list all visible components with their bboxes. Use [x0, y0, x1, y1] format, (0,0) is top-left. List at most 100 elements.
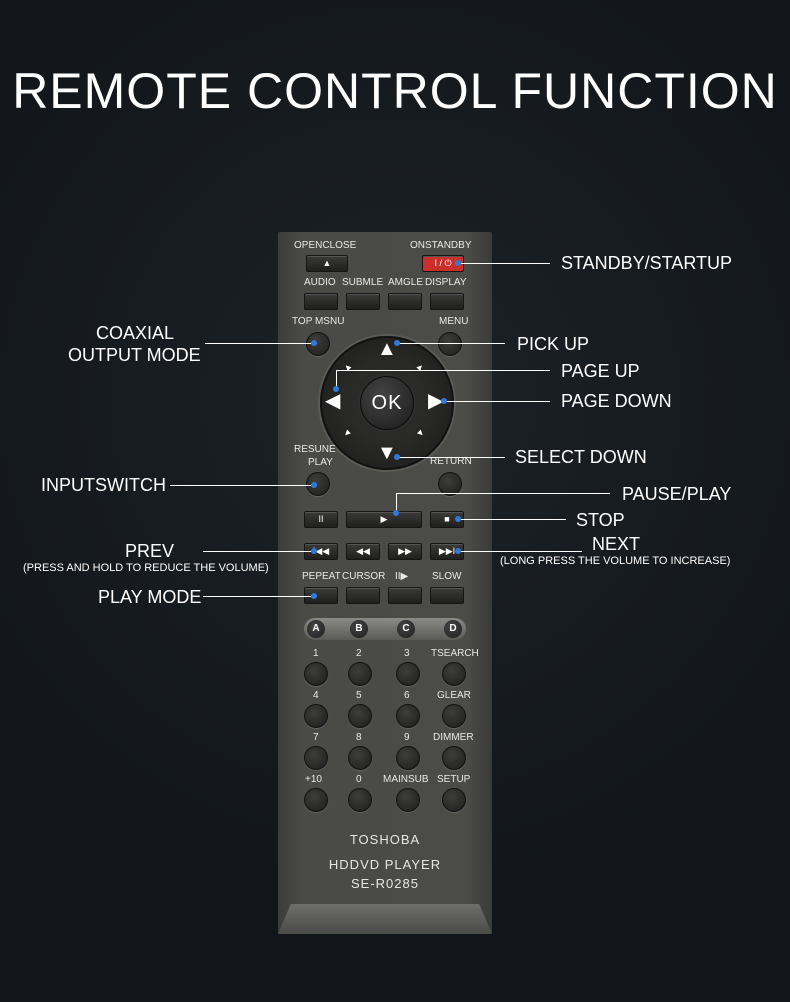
left-arrow-button[interactable]: ◀	[325, 390, 341, 412]
callout-select-down: SELECT DOWN	[515, 447, 647, 467]
key-9-button[interactable]	[396, 746, 420, 770]
clear-button[interactable]	[442, 704, 466, 728]
pause-icon: II	[318, 514, 324, 524]
callout-pause-play: PAUSE/PLAY	[622, 484, 732, 504]
rewind-icon: ◀◀	[356, 546, 370, 556]
callout-play-mode: PLAY MODE	[98, 587, 202, 607]
callout-line	[458, 551, 582, 552]
key-6-button[interactable]	[396, 704, 420, 728]
slow-button[interactable]	[430, 587, 464, 604]
key-label: 4	[313, 690, 319, 701]
right-arrow-button[interactable]: ▶	[428, 390, 444, 412]
callout-dot	[441, 398, 447, 404]
callout-line	[336, 370, 550, 371]
key-d-button[interactable]: D	[444, 620, 462, 638]
rewind-button[interactable]: ◀◀	[346, 543, 380, 560]
callout-stop: STOP	[576, 510, 625, 530]
return-button[interactable]	[438, 472, 462, 496]
callout-coaxial: COAXIAL	[96, 323, 175, 343]
key-label: 9	[404, 732, 410, 743]
brand-logo: TOSHOBA	[349, 832, 421, 847]
mainsub-button[interactable]	[396, 788, 420, 812]
callout-prev-note: (PRESS AND HOLD TO REDUCE THE VOLUME)	[23, 562, 269, 574]
key-3-button[interactable]	[396, 662, 420, 686]
key-5-button[interactable]	[348, 704, 372, 728]
top-menu-button[interactable]	[306, 332, 330, 356]
callout-dot	[393, 510, 399, 516]
fast-forward-icon: ▶▶	[398, 546, 412, 556]
play-icon: ▶	[380, 514, 388, 524]
callout-dot	[394, 454, 400, 460]
ok-button[interactable]: OK	[360, 376, 414, 430]
callout-dot	[455, 260, 461, 266]
key-1-button[interactable]	[304, 662, 328, 686]
menu-label: MENU	[439, 316, 469, 327]
subtitle-button[interactable]	[346, 293, 380, 310]
callout-line	[170, 485, 317, 486]
play-button[interactable]: ▶	[346, 511, 422, 528]
callout-line	[396, 493, 397, 513]
key-7-button[interactable]	[304, 746, 328, 770]
key-label: MAINSUB	[383, 774, 429, 785]
callout-dot	[311, 340, 317, 346]
audio-button[interactable]	[304, 293, 338, 310]
resume-label: RESUNE	[294, 444, 336, 455]
top-menu-label: TOP MSNU	[292, 316, 345, 327]
plus10-button[interactable]	[304, 788, 328, 812]
pause-button[interactable]: II	[304, 511, 338, 528]
callout-line	[205, 343, 317, 344]
repeat-button[interactable]	[304, 587, 338, 604]
key-label: DIMMER	[433, 732, 474, 743]
openclose-label: OPENCLOSE	[294, 240, 357, 251]
callout-dot	[333, 386, 339, 392]
setup-button[interactable]	[442, 788, 466, 812]
callout-line	[396, 493, 610, 494]
callout-line	[397, 343, 505, 344]
key-label: 7	[313, 732, 319, 743]
audio-label: AUDIO	[304, 277, 336, 288]
tsearch-button[interactable]	[442, 662, 466, 686]
callout-line	[397, 457, 505, 458]
key-c-button[interactable]: C	[397, 620, 415, 638]
cursor-label: CURSOR	[342, 571, 386, 582]
callout-line	[444, 401, 550, 402]
callout-dot	[455, 516, 461, 522]
onstandby-label: ONSTANDBY	[410, 240, 472, 251]
color-key-bar	[304, 618, 466, 640]
key-4-button[interactable]	[304, 704, 328, 728]
callout-dot	[311, 593, 317, 599]
key-2-button[interactable]	[348, 662, 372, 686]
repeat-label: PEPEAT	[302, 571, 341, 582]
step-button[interactable]	[388, 587, 422, 604]
callout-line	[336, 370, 337, 390]
callout-line	[203, 596, 317, 597]
callout-page-down: PAGE DOWN	[561, 391, 672, 411]
key-b-button[interactable]: B	[350, 620, 368, 638]
key-8-button[interactable]	[348, 746, 372, 770]
display-button[interactable]	[430, 293, 464, 310]
resume-play-button[interactable]	[306, 472, 330, 496]
key-label: 5	[356, 690, 362, 701]
open-close-button[interactable]: ▲	[306, 255, 348, 272]
key-label: SETUP	[437, 774, 471, 785]
callout-dot	[311, 548, 317, 554]
up-arrow-button[interactable]: ▲	[377, 338, 397, 360]
menu-button[interactable]	[438, 332, 462, 356]
dimmer-button[interactable]	[442, 746, 466, 770]
key-label: 0	[356, 774, 362, 785]
skip-back-icon: I◀◀	[312, 546, 330, 556]
callout-prev: PREV	[125, 541, 175, 561]
callout-line	[455, 263, 550, 264]
stop-button[interactable]: ■	[430, 511, 464, 528]
angle-button[interactable]	[388, 293, 422, 310]
key-label: 3	[404, 648, 410, 659]
down-arrow-button[interactable]: ▼	[377, 442, 397, 464]
cursor-button[interactable]	[346, 587, 380, 604]
key-a-button[interactable]: A	[307, 620, 325, 638]
model-number: SE-R0285	[351, 876, 419, 891]
key-label: GLEAR	[437, 690, 471, 701]
return-label: RETURN	[430, 456, 472, 467]
callout-standby: STANDBY/STARTUP	[561, 253, 733, 273]
fast-forward-button[interactable]: ▶▶	[388, 543, 422, 560]
key-0-button[interactable]	[348, 788, 372, 812]
